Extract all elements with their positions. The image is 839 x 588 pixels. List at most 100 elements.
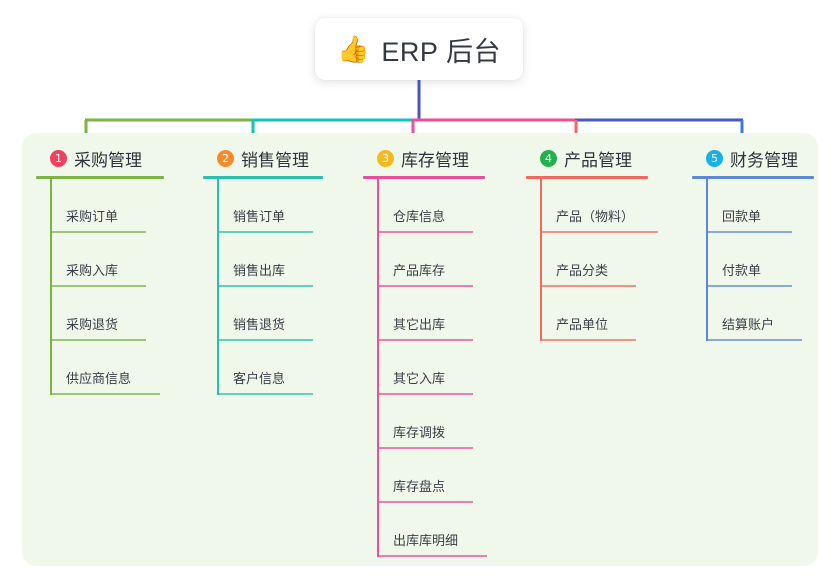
column-title: 销售管理 [241,150,309,170]
column-badge-icon: 1 [50,149,67,167]
column-items: 回款单付款单结算账户 [692,179,814,341]
menu-item-label: 库存盘点 [393,479,446,494]
menu-item-rule [377,555,487,557]
menu-item-rule [540,339,636,341]
menu-item-rule [377,447,473,449]
menu-item-rule [217,339,313,341]
menu-item[interactable]: 产品分类 [526,233,648,287]
menu-item-label: 库存调拨 [393,425,446,440]
column-header-3[interactable]: 3 库存管理 [363,145,485,171]
menu-item-label: 产品库存 [393,263,446,278]
column-spine [706,179,708,341]
column-header-1[interactable]: 1 采购管理 [36,145,164,171]
column-items: 仓库信息产品库存其它出库其它入库库存调拨库存盘点出库库明细 [363,179,487,557]
menu-item-rule [377,339,473,341]
column-1: 1 采购管理采购订单采购入库采购退货供应商信息 [36,145,164,395]
menu-item-label: 客户信息 [233,371,286,386]
column-spine [50,179,52,395]
menu-item[interactable]: 付款单 [692,233,814,287]
menu-item-rule [377,501,473,503]
column-badge-icon: 4 [540,149,557,167]
menu-item-label: 销售退货 [233,317,286,332]
menu-item-label: 采购退货 [66,317,119,332]
menu-item-rule [540,231,658,233]
menu-item[interactable]: 库存盘点 [363,449,485,503]
menu-item[interactable]: 产品（物料） [526,179,658,233]
diagram-title-card: 👍 ERP 后台 [315,18,523,80]
menu-item-label: 采购订单 [66,209,119,224]
menu-item-rule [540,285,636,287]
menu-item[interactable]: 销售订单 [203,179,323,233]
column-title: 采购管理 [74,150,142,170]
column-title: 财务管理 [730,150,798,170]
menu-item[interactable]: 客户信息 [203,341,323,395]
menu-item[interactable]: 其它入库 [363,341,485,395]
menu-item-label: 采购入库 [66,263,119,278]
menu-item[interactable]: 销售出库 [203,233,323,287]
menu-item[interactable]: 回款单 [692,179,814,233]
menu-item-rule [50,285,146,287]
column-badge-icon: 5 [706,149,723,167]
menu-item-rule [50,339,146,341]
column-badge-icon: 2 [217,149,234,167]
menu-item[interactable]: 产品库存 [363,233,485,287]
column-header-rule [526,176,648,179]
menu-item[interactable]: 其它出库 [363,287,485,341]
menu-item-rule [377,393,473,395]
menu-item-label: 产品分类 [556,263,609,278]
menu-item-label: 仓库信息 [393,209,446,224]
column-header-2[interactable]: 2 销售管理 [203,145,323,171]
column-items: 销售订单销售出库销售退货客户信息 [203,179,323,395]
menu-item-rule [706,339,802,341]
menu-item-label: 出库库明细 [393,533,459,548]
column-2: 2 销售管理销售订单销售出库销售退货客户信息 [203,145,323,395]
page-title: ERP 后台 [381,36,501,67]
menu-item-rule [217,231,313,233]
menu-item-rule [217,393,313,395]
column-spine [217,179,219,395]
column-title: 库存管理 [401,150,469,170]
column-3: 3 库存管理仓库信息产品库存其它出库其它入库库存调拨库存盘点出库库明细 [363,145,487,557]
menu-item-label: 产品（物料） [556,209,635,224]
menu-item[interactable]: 出库库明细 [363,503,487,557]
menu-item[interactable]: 采购入库 [36,233,164,287]
menu-item[interactable]: 采购退货 [36,287,164,341]
menu-item[interactable]: 供应商信息 [36,341,164,395]
menu-item-rule [377,231,473,233]
column-badge-icon: 3 [377,149,394,167]
menu-item-rule [50,393,160,395]
menu-item[interactable]: 仓库信息 [363,179,485,233]
menu-item[interactable]: 产品单位 [526,287,648,341]
column-header-rule [203,176,323,179]
menu-item-label: 回款单 [722,209,762,224]
column-header-rule [363,176,485,179]
column-items: 采购订单采购入库采购退货供应商信息 [36,179,164,395]
menu-item-rule [50,231,146,233]
column-5: 5 财务管理回款单付款单结算账户 [692,145,814,341]
column-spine [540,179,542,341]
menu-item-rule [377,285,473,287]
menu-item-rule [706,231,792,233]
menu-item-label: 销售订单 [233,209,286,224]
menu-item[interactable]: 结算账户 [692,287,814,341]
menu-item-label: 产品单位 [556,317,609,332]
menu-item-label: 供应商信息 [66,371,132,386]
menu-item-label: 付款单 [722,263,762,278]
column-spine [377,179,379,557]
menu-item[interactable]: 销售退货 [203,287,323,341]
menu-item-label: 销售出库 [233,263,286,278]
menu-item[interactable]: 库存调拨 [363,395,485,449]
menu-item-rule [217,285,313,287]
column-header-rule [36,176,164,179]
column-items: 产品（物料） 产品分类产品单位 [526,179,658,341]
column-header-5[interactable]: 5 财务管理 [692,145,814,171]
menu-item-label: 其它出库 [393,317,446,332]
menu-item[interactable]: 采购订单 [36,179,164,233]
menu-item-label: 结算账户 [722,317,775,332]
column-header-rule [692,176,814,179]
menu-item-rule [706,285,792,287]
diagram-panel [22,133,818,566]
